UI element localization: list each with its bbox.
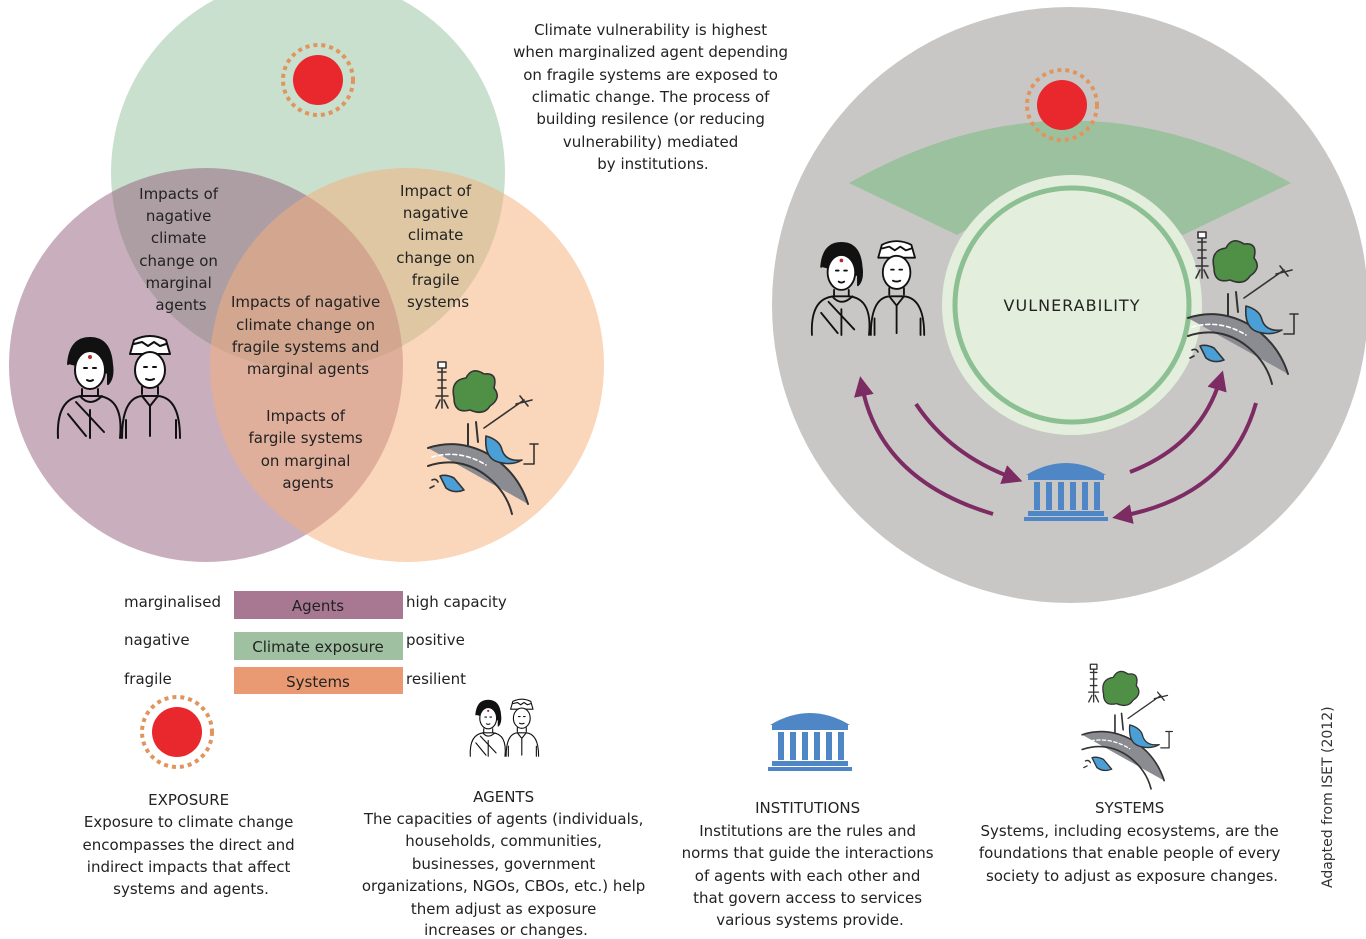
bottom-exposure-sun-icon	[140, 695, 214, 769]
legend-bar-label-agents: Agents	[292, 597, 344, 615]
venn-label-systems-agents: Impacts of fargile systems on marginal a…	[248, 407, 367, 492]
venn-label-exposure-systems: Impact of nagative climate change on fra…	[396, 182, 479, 311]
bottom-agents-people-icon	[469, 698, 540, 757]
vulnerability-circle	[952, 185, 1192, 425]
legend-right-agents: high capacity	[406, 593, 507, 611]
definition-systems-title: SYSTEMS	[1095, 799, 1164, 817]
definition-exposure: EXPOSURE Exposure to climate change enco…	[83, 791, 300, 898]
arrow-institution-to-agents	[854, 376, 994, 516]
legend-right-exposure: positive	[406, 631, 465, 649]
arrow-institution-to-systems	[1129, 370, 1227, 474]
legend-bar-label-systems: Systems	[286, 673, 350, 691]
legend-right-systems: resilient	[406, 670, 466, 688]
legend: marginalised Agents high capacity nagati…	[124, 591, 507, 694]
venn-diagram: Impacts of nagative climate change on ma…	[9, 0, 604, 562]
venn-label-agents-exposure: Impacts of nagative climate change on ma…	[139, 185, 223, 314]
bottom-systems-landscape-icon	[1081, 663, 1174, 790]
definition-exposure-title: EXPOSURE	[148, 791, 229, 809]
legend-left-exposure: nagative	[124, 631, 190, 649]
right-sun-icon	[1025, 68, 1099, 142]
legend-left-systems: fragile	[124, 670, 172, 688]
definition-institutions: INSTITUTIONS Institutions are the rules …	[682, 799, 939, 929]
intro-text: Climate vulnerability is highest when ma…	[513, 21, 793, 173]
legend-bar-exposure	[234, 632, 403, 660]
definition-institutions-title: INSTITUTIONS	[755, 799, 860, 817]
definition-systems: SYSTEMS Systems, including ecosystems, a…	[979, 799, 1285, 885]
arrow-systems-to-institution	[1112, 402, 1258, 524]
legend-bar-label-exposure: Climate exposure	[252, 638, 383, 656]
vulnerability-diagram: VULNERABILITY	[772, 7, 1366, 603]
legend-bar-systems	[234, 667, 403, 694]
vulnerability-label: VULNERABILITY	[1004, 296, 1141, 315]
bottom-institution-icon	[768, 713, 852, 771]
exposure-sun-icon	[281, 43, 355, 117]
venn-label-center: Impacts of nagative climate change on fr…	[231, 293, 385, 378]
credit-text: Adapted from ISET (2012)	[1320, 706, 1336, 888]
definition-agents-title: AGENTS	[473, 788, 534, 806]
definition-agents: AGENTS The capacities of agents (individ…	[362, 788, 650, 939]
legend-bar-agents	[234, 591, 403, 619]
arrow-agents-to-institution	[914, 402, 1023, 484]
legend-left-agents: marginalised	[124, 593, 221, 611]
